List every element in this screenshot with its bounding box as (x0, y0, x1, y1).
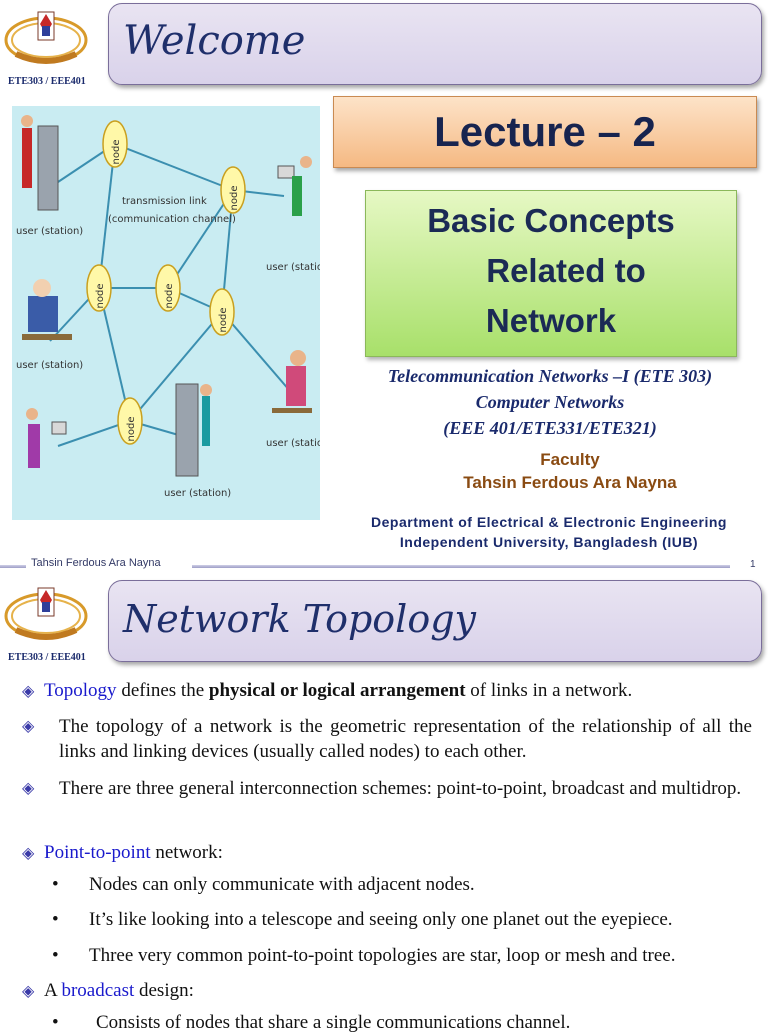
bullet-1: ◈Topology defines the physical or logica… (22, 678, 752, 704)
topology-title-box: Network Topology (108, 580, 762, 662)
link-label: transmission link (122, 196, 207, 207)
sub-bullet-4: •Consists of nodes that share a single c… (52, 1012, 571, 1033)
welcome-title: Welcome (123, 18, 306, 64)
diamond-icon: ◈ (22, 983, 35, 1000)
footer-line-left (0, 565, 26, 568)
concept-line-3: Network (485, 302, 617, 339)
sub-bullet-1: •Nodes can only communicate with adjacen… (52, 874, 475, 895)
node-label: node (95, 284, 106, 309)
footer-name: Tahsin Ferdous Ara Nayna (31, 557, 161, 569)
concept-line-1: Basic Concepts (427, 202, 675, 239)
bullet-4: ◈Point-to-point network: (22, 840, 752, 866)
node-label: node (218, 308, 229, 333)
lecture-box: Lecture – 2 (333, 96, 757, 168)
station-label: user (station) (266, 438, 320, 449)
diamond-icon: ◈ (22, 718, 35, 735)
diamond-icon: ◈ (22, 683, 35, 700)
dept-line-2: Independent University, Bangladesh (IUB) (399, 534, 699, 550)
station-label: user (station) (164, 488, 231, 499)
course-code: ETE303 / EEE401 (8, 76, 86, 87)
station-label: user (station) (16, 226, 83, 237)
page-number: 1 (750, 559, 756, 570)
bullet-3: ◈ There are three general interconnectio… (22, 778, 742, 799)
dept-line-1: Department of Electrical & Electronic En… (371, 514, 727, 530)
course-code: ETE303 / EEE401 (8, 652, 86, 663)
bullet-2: ◈ The topology of a network is the geome… (22, 716, 752, 762)
node-label: node (126, 417, 137, 442)
slide-title: Network Topology (123, 597, 476, 641)
bullet-5: ◈A broadcast design: (22, 978, 752, 1004)
diamond-icon: ◈ (22, 780, 35, 797)
node-label: node (229, 186, 240, 211)
diamond-icon: ◈ (22, 845, 35, 862)
slide-2: ETE303 / EEE401 Network Topology ◈Topolo… (0, 576, 768, 1033)
welcome-title-box: Welcome (108, 3, 762, 85)
station-label: user (station) (16, 360, 83, 371)
footer-line-right (192, 565, 730, 568)
station-label: user (station) (266, 262, 320, 273)
faculty-label: Faculty (540, 450, 600, 469)
lecture-title: Lecture – 2 (434, 108, 656, 155)
sub-bullet-3: •Three very common point-to-point topolo… (52, 945, 676, 966)
network-diagram: node node node node node node transmissi… (12, 106, 320, 520)
slide-1: ETE303 / EEE401 Welcome (0, 3, 762, 570)
sub-bullet-2: •It’s like looking into a telescope and … (52, 909, 673, 930)
course-line-2: Computer Networks (475, 392, 625, 412)
university-logo (4, 11, 88, 64)
course-line-1: Telecommunication Networks –I (ETE 303) (387, 366, 713, 386)
link-label: (communication channel) (108, 214, 236, 225)
concept-line-2: Related to (486, 252, 646, 289)
station-figures (21, 115, 312, 477)
faculty-name: Tahsin Ferdous Ara Nayna (463, 473, 677, 492)
node-label: node (111, 140, 122, 165)
concept-box: Basic Concepts Related to Network (365, 190, 737, 357)
university-logo (4, 587, 88, 640)
course-line-3: (EEE 401/ETE331/ETE321) (443, 418, 657, 438)
node-label: node (164, 284, 175, 309)
